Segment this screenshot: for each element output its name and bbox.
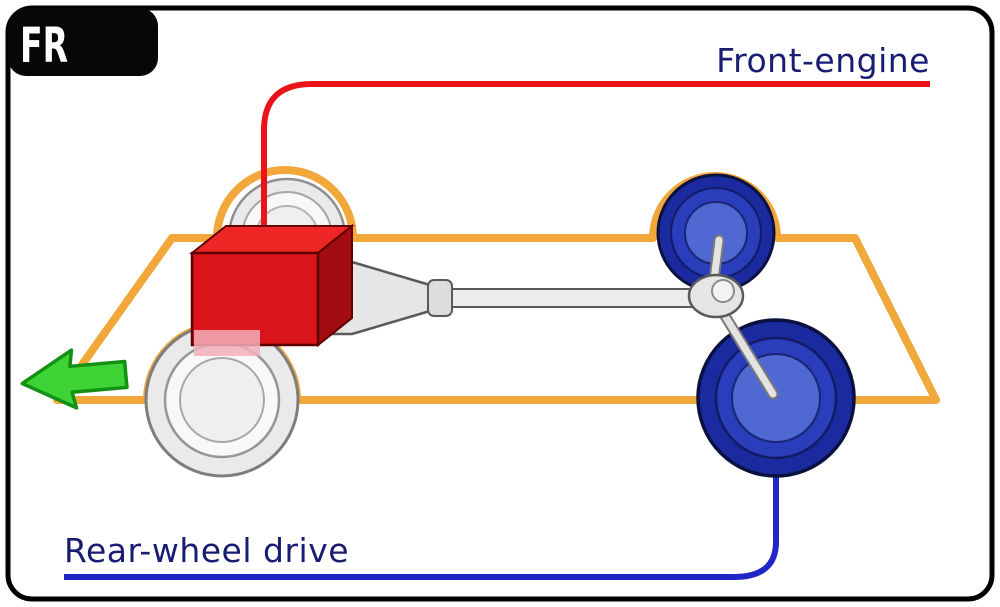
universal-joint <box>427 279 453 317</box>
wheel-rear-upper <box>656 173 776 293</box>
rear-wheel-drive-callout-line <box>64 430 779 580</box>
travel-direction-arrow <box>20 348 129 410</box>
differential-joint <box>711 279 735 303</box>
rear-wheel-drive-label: Rear-wheel drive <box>64 531 349 570</box>
front-engine-label: Front-engine <box>716 41 930 80</box>
engine-block <box>189 223 355 356</box>
fr-badge-label: FR <box>20 18 68 74</box>
fr-badge-background <box>8 8 158 76</box>
wheel-front-lower-hub <box>179 357 265 443</box>
wheel-front-lower <box>144 322 300 478</box>
front-engine-callout-line <box>261 81 930 240</box>
fr-badge: FR <box>8 8 158 76</box>
driveshaft <box>449 288 693 308</box>
engine-shadow-overlap <box>194 330 260 356</box>
